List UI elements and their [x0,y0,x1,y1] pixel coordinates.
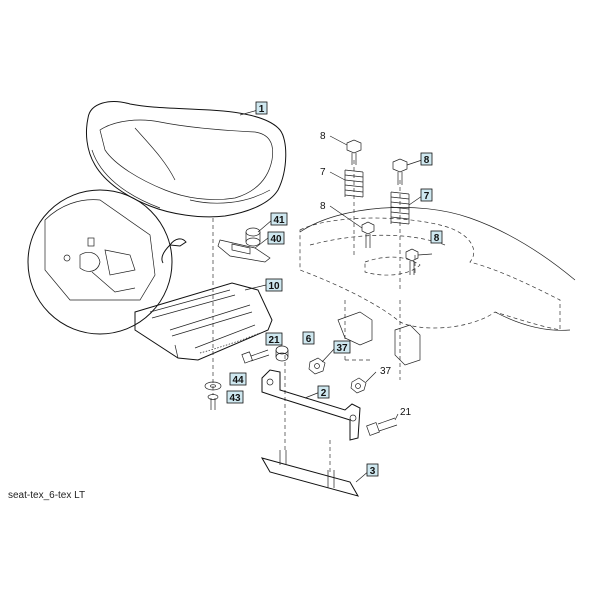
callout-7-b: 7 [420,188,433,202]
callout-7-b-text: 7 [424,191,430,202]
callout-3-text: 3 [370,466,376,477]
callout-21-left: 21 [265,332,283,346]
callout-40-text: 40 [270,234,282,245]
bracket-2 [261,369,361,441]
seat-plate-10 [134,282,273,361]
callout-43: 43 [226,390,244,404]
callout-41-text: 41 [273,215,285,226]
callout-7-a: 7 [320,167,326,178]
bolt-8-top-left [346,139,362,165]
callout-2: 2 [317,385,330,399]
callout-8-a: 8 [320,131,326,142]
latch-40 [217,239,271,263]
callout-6-text: 6 [306,334,312,345]
callout-8-c: 8 [320,201,326,212]
callout-43-text: 43 [229,393,241,404]
callout-37-a-text: 37 [336,343,348,354]
callout-37-a: 37 [333,340,351,354]
callout-10-text: 10 [268,281,280,292]
callout-8-b: 8 [420,152,433,166]
callout-44: 44 [229,372,247,386]
callout-21-b: 21 [400,407,412,418]
bolt-21-left [241,349,270,364]
detail-inset [27,189,187,335]
callout-44-text: 44 [232,375,244,386]
callout-8-b-text: 8 [424,155,430,166]
base-plate-3 [260,450,360,497]
mower-frame [299,207,576,380]
callout-1-text: 1 [259,104,265,115]
nut-37-b [350,377,367,394]
callout-2-text: 2 [321,388,327,399]
callout-40: 40 [267,231,285,245]
screw-43 [207,394,219,410]
callout-1: 1 [255,101,268,115]
bolt-8-lower-left [361,221,375,248]
bushing-41 [245,227,261,247]
callout-8-d: 8 [430,230,443,244]
leader-lines [239,109,433,483]
alignment-lines [212,160,416,475]
spring-7-right [390,191,410,225]
callout-21-left-text: 21 [268,335,280,346]
washer-44 [204,381,222,391]
diagram-caption: seat-tex_6-tex LT [8,490,86,501]
bolt-8-top-right [392,158,408,185]
callout-41: 41 [270,212,288,226]
callout-3: 3 [366,463,379,477]
callout-10: 10 [265,278,283,292]
bolt-21-right [366,417,398,436]
callout-6: 6 [302,331,315,345]
seat [86,101,287,218]
nut-37-a [308,357,326,375]
bushing-6 [275,345,289,362]
callout-8-d-text: 8 [434,233,440,244]
spring-7-left [344,169,364,198]
callout-37-b: 37 [380,366,392,377]
bolt-8-lower-right [405,248,419,275]
